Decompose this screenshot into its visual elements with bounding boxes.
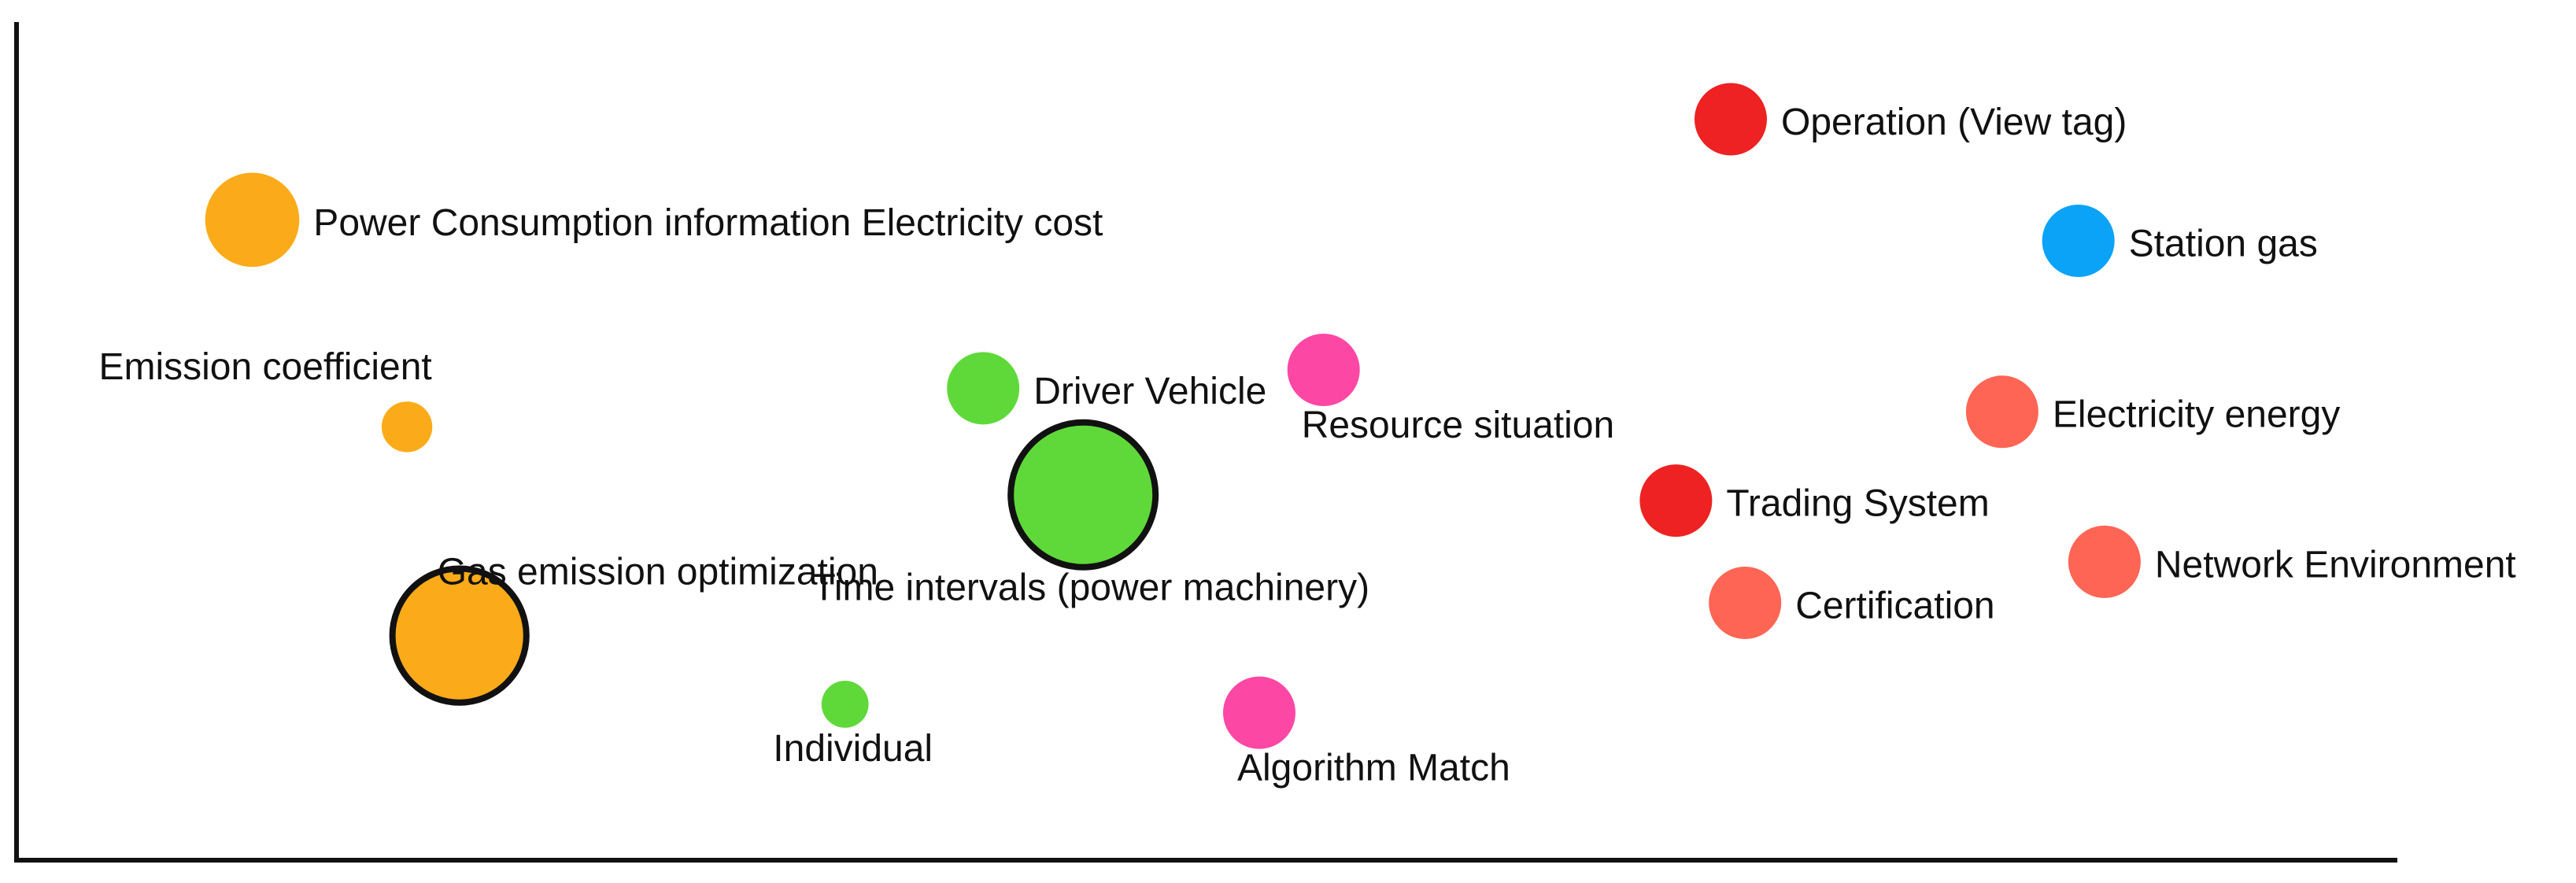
bubble-point — [1695, 83, 1767, 156]
bubble-point — [1007, 419, 1159, 571]
labels-layer: Operation (View tag) Power Consumption in… — [98, 102, 2515, 789]
bubble-point — [821, 681, 869, 728]
bubble-label: Individual — [773, 728, 933, 770]
bubble-label: Emission coefficient — [98, 346, 431, 388]
bubble-point — [2068, 525, 2141, 598]
bubble-point — [1709, 567, 1782, 639]
bubble-label: Driver Vehicle — [1033, 371, 1266, 412]
bubble-label: Network Environment — [2155, 544, 2516, 586]
bubble-point — [947, 352, 1020, 425]
bubble-point — [381, 401, 433, 453]
bubble-point — [389, 565, 530, 706]
bubble-label: Operation (View tag) — [1781, 102, 2127, 143]
bubble-label: Electricity energy — [2053, 394, 2340, 436]
bubble-point — [1965, 375, 2038, 449]
axes — [14, 22, 2397, 863]
bubble-label: Algorithm Match — [1237, 748, 1510, 789]
bubble-point — [205, 172, 300, 268]
bubble-label: Power Consumption information Electricit… — [313, 202, 1103, 244]
bubble-point — [1287, 334, 1360, 406]
bubble-label: Gas emission optimization — [438, 552, 878, 593]
bubbles-layer — [205, 83, 2141, 749]
bubble-point — [1639, 464, 1713, 538]
bubble-label: Station gas — [2129, 224, 2318, 265]
bubble-label: Resource situation — [1302, 405, 1615, 446]
bubble-point — [2042, 205, 2115, 277]
bubble-label: Trading System — [1726, 483, 1989, 525]
bubble-label: Certification — [1795, 586, 1994, 627]
bubble-label: Time intervals (power machinery) — [812, 567, 1369, 609]
bubble-point — [1223, 676, 1295, 749]
